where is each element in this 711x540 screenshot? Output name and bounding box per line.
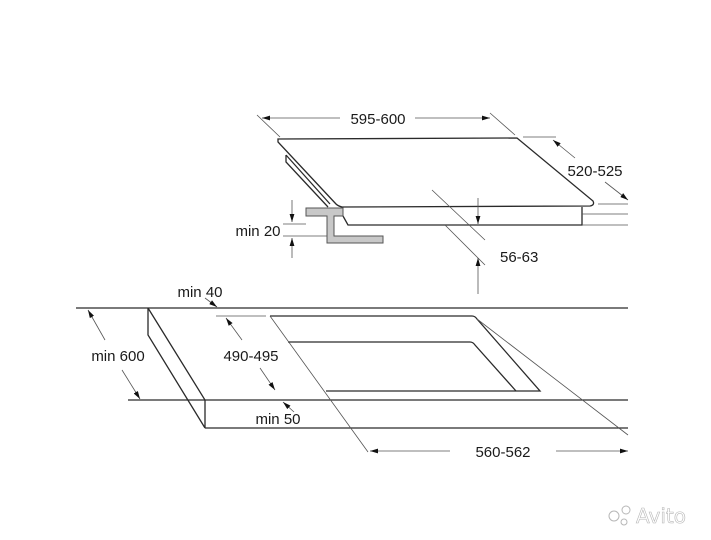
watermark-text: Avito [636, 504, 686, 528]
dim-cabinet-depth: min 600 [87, 309, 145, 400]
dim-hob-height: 56-63 [431, 189, 538, 294]
dim-front-clearance: min 50 [255, 401, 301, 428]
label-hob-width: 595-600 [350, 111, 405, 128]
label-worktop-thickness: min 20 [235, 223, 280, 240]
dim-worktop-thickness: min 20 [235, 200, 327, 258]
dim-cutout-depth: 490-495 [216, 315, 279, 391]
hob [277, 137, 628, 226]
cutout [269, 315, 629, 453]
dim-hob-width: 595-600 [256, 111, 516, 138]
label-hob-height: 56-63 [500, 249, 538, 266]
label-hob-depth: 520-525 [567, 163, 622, 180]
avito-watermark: Avito [608, 504, 686, 528]
dim-cutout-width: 560-562 [370, 444, 628, 461]
label-front-clearance: min 50 [255, 411, 300, 428]
dim-hob-depth: 520-525 [523, 136, 629, 205]
label-cutout-width: 560-562 [475, 444, 530, 461]
worktop [76, 307, 628, 429]
label-cutout-depth: 490-495 [223, 348, 278, 365]
mounting-bracket [305, 207, 384, 244]
dim-rear-clearance: min 40 [177, 284, 223, 308]
label-rear-clearance: min 40 [177, 284, 222, 301]
label-cabinet-depth: min 600 [91, 348, 144, 365]
